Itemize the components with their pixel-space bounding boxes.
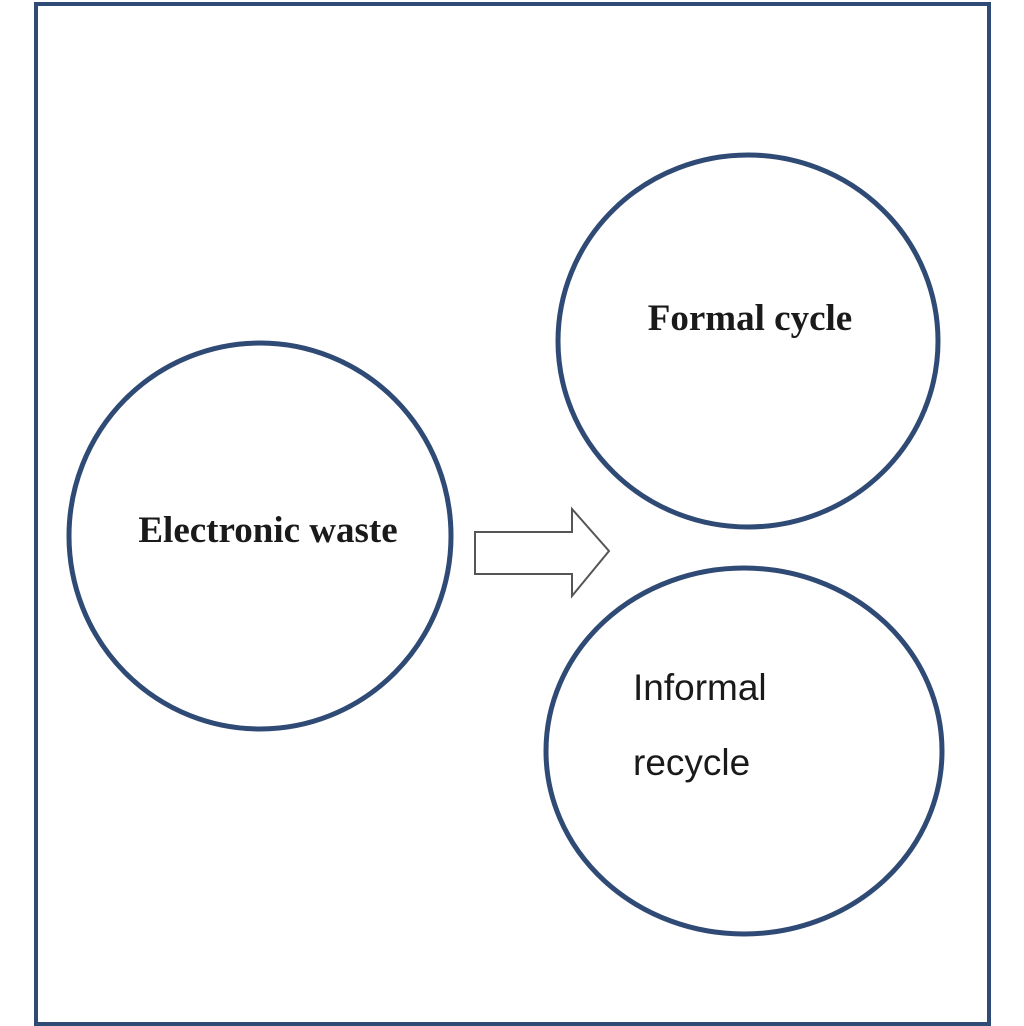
node-informal-recycle-circle — [543, 565, 945, 937]
node-formal-cycle-label: Formal cycle — [648, 298, 852, 339]
node-electronic-waste-circle — [66, 340, 454, 732]
node-informal-recycle-label-line-2: recycle — [633, 742, 750, 783]
node-informal-recycle: Informal recycle — [543, 565, 945, 937]
flow-arrow — [474, 506, 611, 599]
node-electronic-waste-label: Electronic waste — [138, 510, 397, 551]
node-formal-cycle: Formal cycle — [555, 152, 941, 530]
node-electronic-waste: Electronic waste — [66, 340, 454, 732]
node-formal-cycle-circle — [555, 152, 941, 530]
flow-arrow-shape — [474, 506, 611, 599]
node-informal-recycle-label-line-1: Informal — [633, 667, 767, 708]
